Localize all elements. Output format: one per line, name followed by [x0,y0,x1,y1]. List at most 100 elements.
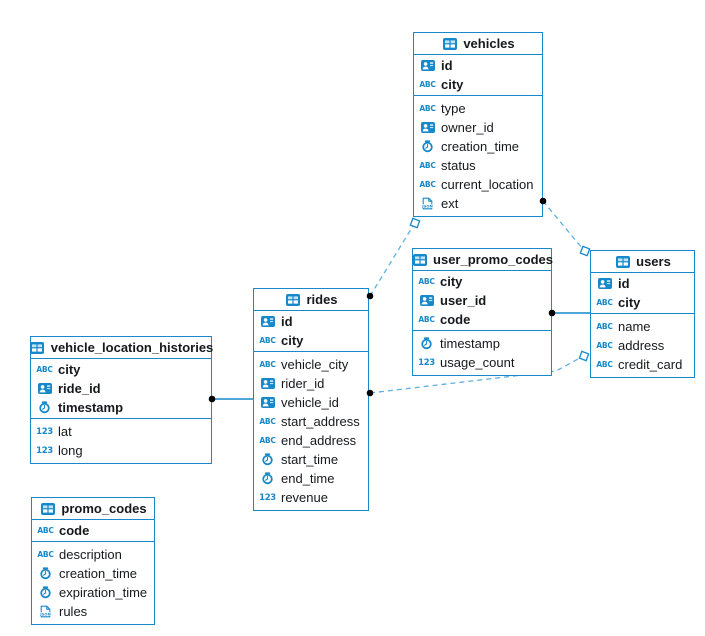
field-row-owner_id[interactable]: owner_id [414,118,542,137]
field-row-id[interactable]: id [414,56,542,75]
id-icon [596,278,613,289]
relationship-endpoint-diamond [579,245,591,257]
field-name: city [441,77,464,92]
field-name: end_address [281,433,357,448]
field-row-vehicle_id[interactable]: vehicle_id [254,393,368,412]
text-icon: ABC [259,417,276,426]
field-row-ext[interactable]: JSON ext [414,194,542,213]
field-name: timestamp [58,400,124,415]
number-icon: 123 [259,492,276,503]
field-row-start_time[interactable]: start_time [254,450,368,469]
id-icon [36,383,53,394]
table-name: vehicles [463,36,515,51]
id-icon [419,60,436,71]
svg-text:JSON: JSON [39,611,51,616]
field-name: current_location [441,177,534,192]
field-name: ext [441,196,459,211]
number-icon: 123 [36,426,53,437]
field-name: city [618,295,641,310]
field-name: rules [59,604,88,619]
field-row-user_id[interactable]: user_id [413,291,551,310]
datetime-icon [418,337,435,350]
text-icon: ABC [418,315,435,324]
table-icon [29,341,46,354]
table-header[interactable]: user_promo_codes [412,249,553,271]
field-name: code [59,523,90,538]
table-name: promo_codes [61,501,147,516]
field-row-timestamp[interactable]: timestamp [31,398,211,417]
field-name: owner_id [441,120,494,135]
field-name: vehicle_id [281,395,339,410]
field-row-city[interactable]: ABC city [591,293,694,312]
field-name: city [281,333,304,348]
field-row-creation_time[interactable]: creation_time [414,137,542,156]
text-icon: ABC [419,80,436,89]
table-icon [39,502,56,515]
table-header[interactable]: vehicle_location_histories [29,337,214,359]
table-header[interactable]: promo_codes [32,498,154,520]
field-name: long [58,443,83,458]
field-row-rules[interactable]: JSON rules [32,602,154,621]
field-name: creation_time [59,566,138,581]
table-header[interactable]: vehicles [414,33,542,55]
text-icon: ABC [36,365,53,374]
field-row-ride_id[interactable]: ride_id [31,379,211,398]
field-row-creation_time[interactable]: creation_time [32,564,154,583]
table-header[interactable]: rides [254,289,368,311]
field-row-id[interactable]: id [254,312,368,331]
relationship-rides-vehicles [369,225,414,297]
text-icon: ABC [418,277,435,286]
field-row-city[interactable]: ABC city [414,75,542,94]
id-icon [259,316,276,327]
field-name: status [441,158,476,173]
svg-text:JSON: JSON [421,203,433,208]
text-icon: ABC [596,298,613,307]
field-row-end_time[interactable]: end_time [254,469,368,488]
table-header[interactable]: users [591,251,694,273]
table-icon [284,293,301,306]
field-row-rider_id[interactable]: rider_id [254,374,368,393]
id-icon [419,122,436,133]
field-row-id[interactable]: id [591,274,694,293]
datetime-icon [37,586,54,599]
text-icon: ABC [596,322,613,331]
field-row-expiration_time[interactable]: expiration_time [32,583,154,602]
field-name: description [59,547,122,562]
field-row-timestamp[interactable]: timestamp [413,334,551,353]
table-name: vehicle_location_histories [50,340,214,355]
